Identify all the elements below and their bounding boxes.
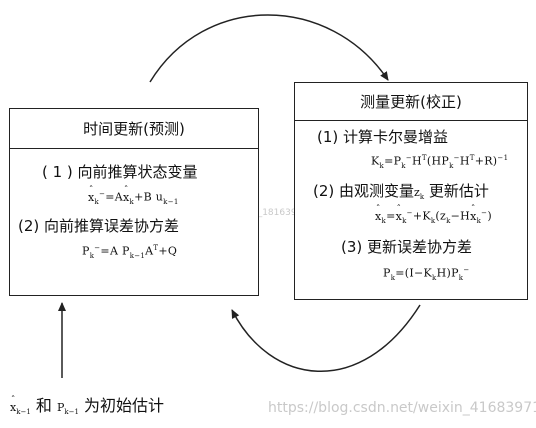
predict-to-correct-arrow xyxy=(149,14,389,83)
state-predict-formula: xk−=Axk+B uk−1 xyxy=(88,186,179,206)
update-estimate-step: (2) 由观测变量zk 更新估计 xyxy=(313,182,489,202)
covariance-update-formula: Pk=(I−KkH)Pk− xyxy=(383,266,470,282)
initial-state-symbol: xk−1 xyxy=(10,396,31,416)
time-update-box: 时间更新(预测) ( 1 ) 向前推算状态变量 xk−=Axk+B uk−1 (… xyxy=(9,108,259,296)
initial-covariance-symbol: Pk−1 xyxy=(56,401,79,417)
initial-conjunction: 和 xyxy=(35,396,52,415)
time-update-title: 时间更新(预测) xyxy=(10,109,258,149)
update-covariance-step: (3) 更新误差协方差 xyxy=(341,238,473,256)
covariance-predict-formula: Pk−=A Pk−1AT+Q xyxy=(82,244,178,260)
kalman-gain-formula: Kk=Pk−HT(HPk−HT+R)−1 xyxy=(371,154,509,170)
kalman-gain-step: (1) 计算卡尔曼增益 xyxy=(317,128,449,146)
correct-to-predict-arrow xyxy=(231,304,421,372)
initial-estimate-caption: xk−1 和 Pk−1 为初始估计 xyxy=(10,392,164,416)
measurement-update-box: 测量更新(校正) (1) 计算卡尔曼增益 Kk=Pk−HT(HPk−HT+R)−… xyxy=(294,82,528,300)
state-update-formula: xk=xk−+Kk(zk−Hxk−) xyxy=(375,205,492,225)
measurement-update-title: 测量更新(校正) xyxy=(295,83,527,121)
bottom-watermark: https://blog.csdn.net/weixin_41683971 xyxy=(268,400,536,416)
initial-caption-suffix: 为初始估计 xyxy=(84,396,165,415)
predict-covariance-step: (2) 向前推算误差协方差 xyxy=(18,217,180,235)
predict-state-step: ( 1 ) 向前推算状态变量 xyxy=(42,163,198,181)
